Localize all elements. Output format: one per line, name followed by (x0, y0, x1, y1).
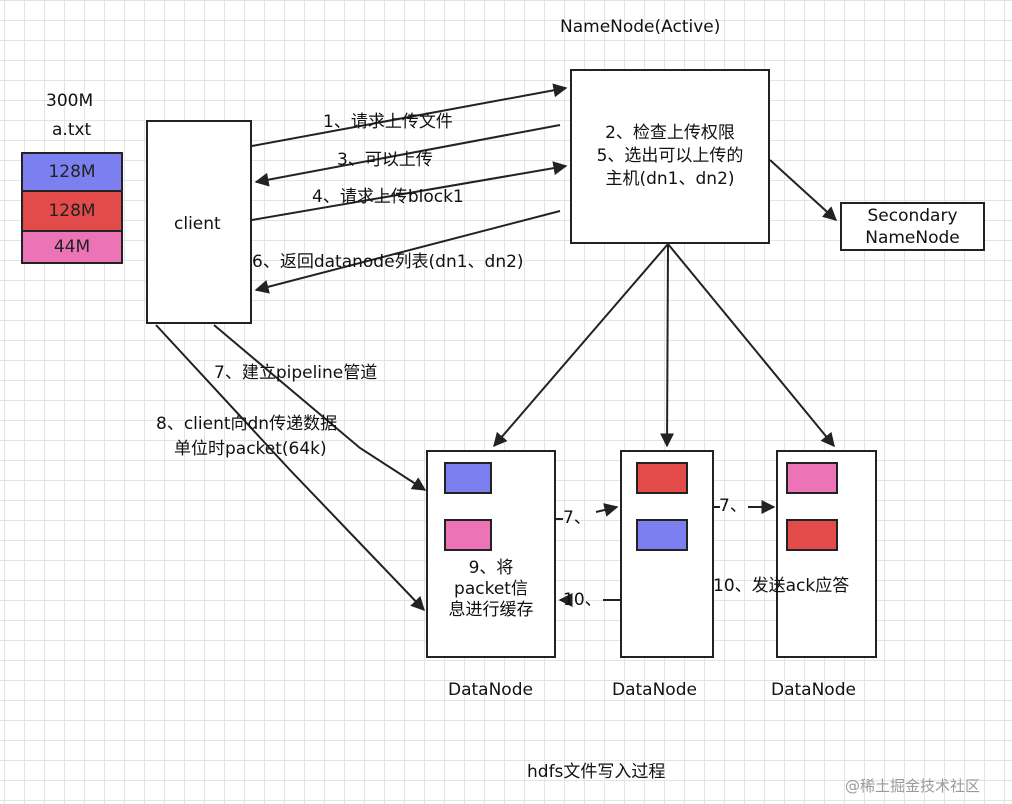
datanode-2-box (620, 450, 714, 658)
file-size: 300M (46, 91, 94, 111)
datanode-1-label: DataNode (448, 680, 533, 700)
secondary-namenode-label: Secondary NameNode (865, 206, 960, 248)
arrow-request-block (251, 161, 568, 221)
namenode-title: NameNode(Active) (560, 17, 721, 37)
arrow-request-upload (251, 83, 568, 147)
file-segment-2: 128M (21, 190, 123, 232)
file-segment-3: 44M (21, 230, 123, 264)
arrow-return-datanodes (254, 210, 561, 294)
pipe-7-label-b: 7、 (719, 496, 747, 516)
block-pink (786, 462, 838, 494)
arrow-nn-dn1 (493, 243, 669, 448)
step-4-label: 4、请求上传block1 (312, 187, 464, 207)
step-6-label: 6、返回datanode列表(dn1、dn2) (252, 252, 524, 272)
file-name: a.txt (52, 120, 92, 140)
step-8-label-line1: 8、client向dn传递数据 (156, 414, 338, 434)
datanode-3-label: DataNode (771, 680, 856, 700)
block-blue (444, 462, 492, 494)
step-3-label: 3、可以上传 (337, 150, 433, 170)
arrow-packets (155, 324, 425, 612)
client-label: client (174, 214, 221, 234)
block-pink (444, 519, 492, 551)
datanode-3-box (776, 450, 877, 658)
client-box: client (146, 120, 252, 324)
pipe-7-label-a: 7、 (563, 508, 591, 528)
block-red (636, 462, 688, 494)
datanode-1-box: 9、将 packet信 息进行缓存 (426, 450, 556, 658)
arrow-nn-dn3 (667, 243, 835, 448)
file-block-stack: 128M 128M 44M (21, 152, 123, 264)
step-1-label: 1、请求上传文件 (323, 112, 453, 132)
arrow-pipe-dn1-dn2-head (595, 503, 619, 517)
block-blue (636, 519, 688, 551)
file-segment-1: 128M (21, 152, 123, 192)
block-red (786, 519, 838, 551)
arrow-pipeline (213, 324, 427, 491)
diagram-title: hdfs文件写入过程 (527, 762, 666, 782)
secondary-namenode-box: Secondary NameNode (840, 202, 985, 251)
namenode-text: 2、检查上传权限 5、选出可以上传的 主机(dn1、dn2) (596, 123, 744, 189)
step-8-label-line2: 单位时packet(64k) (174, 439, 327, 459)
datanode-1-note: 9、将 packet信 息进行缓存 (448, 558, 534, 620)
arrow-to-secondary (769, 159, 838, 221)
datanode-2-label: DataNode (612, 680, 697, 700)
step-7-label: 7、建立pipeline管道 (214, 363, 378, 383)
arrow-can-upload (254, 124, 561, 187)
namenode-box: 2、检查上传权限 5、选出可以上传的 主机(dn1、dn2) (570, 69, 770, 244)
ack-10-label: 10、 (563, 590, 602, 610)
datanode-3-ack-note: 10、发送ack应答 (713, 576, 850, 596)
arrow-nn-dn2 (660, 243, 675, 448)
watermark: @稀土掘金技术社区 (845, 777, 981, 795)
